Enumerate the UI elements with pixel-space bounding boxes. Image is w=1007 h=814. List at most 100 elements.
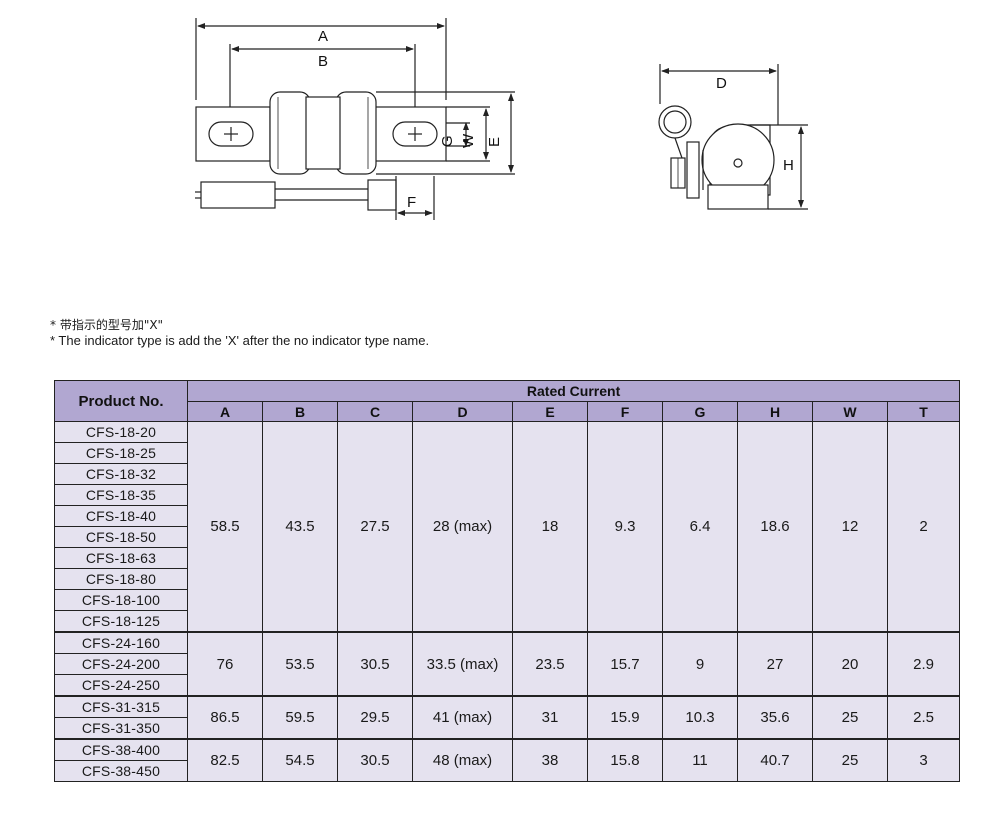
column-header-e: E xyxy=(512,401,588,422)
product-number-cell: CFS-18-40 xyxy=(54,505,188,527)
value-cell-e: 38 xyxy=(512,738,588,782)
product-number-cell: CFS-31-315 xyxy=(54,695,188,718)
column-header-g: G xyxy=(662,401,738,422)
value-cell-h: 18.6 xyxy=(737,421,813,633)
value-cell-c: 27.5 xyxy=(337,421,413,633)
table-row: CFS-18-100 xyxy=(54,589,960,611)
table-row: CFS-18-32 xyxy=(54,463,960,485)
value-cell-a: 76 xyxy=(187,631,263,697)
value-cell-c: 30.5 xyxy=(337,738,413,782)
value-cell-g: 9 xyxy=(662,631,738,697)
dim-label-f: F xyxy=(407,194,416,211)
value-cell-f: 15.9 xyxy=(587,695,663,740)
product-number-cell: CFS-31-350 xyxy=(54,717,188,740)
product-number-cell: CFS-18-25 xyxy=(54,442,188,464)
dim-label-a: A xyxy=(318,28,328,45)
value-cell-f: 15.8 xyxy=(587,738,663,782)
dim-label-g: G xyxy=(439,135,456,147)
value-cell-h: 40.7 xyxy=(737,738,813,782)
product-number-cell: CFS-18-20 xyxy=(54,421,188,443)
value-cell-g: 10.3 xyxy=(662,695,738,740)
side-view-labels: D H xyxy=(716,75,794,174)
value-cell-c: 29.5 xyxy=(337,695,413,740)
value-cell-e: 23.5 xyxy=(512,631,588,697)
value-cell-d: 48 (max) xyxy=(412,738,513,782)
column-header-h: H xyxy=(737,401,813,422)
value-cell-t: 2 xyxy=(886,421,961,633)
value-cell-b: 53.5 xyxy=(262,631,338,697)
product-number-cell: CFS-24-200 xyxy=(54,653,188,675)
notes: * 带指示的型号加"X" * The indicator type is add… xyxy=(50,318,429,348)
value-cell-w: 25 xyxy=(812,695,888,740)
side-view xyxy=(658,64,808,210)
value-cell-e: 18 xyxy=(512,421,588,633)
column-header-w: W xyxy=(812,401,888,422)
value-cell-t: 3 xyxy=(886,738,961,782)
value-cell-b: 54.5 xyxy=(262,738,338,782)
value-cell-w: 12 xyxy=(812,421,888,633)
technical-drawing: A B G W E F D H xyxy=(195,18,808,220)
value-cell-h: 35.6 xyxy=(737,695,813,740)
value-cell-d: 28 (max) xyxy=(412,421,513,633)
value-cell-t: 2.9 xyxy=(886,631,961,697)
value-cell-a: 58.5 xyxy=(187,421,263,633)
table-row: CFS-24-200 xyxy=(54,653,960,675)
dim-label-h: H xyxy=(783,157,794,174)
table-row: CFS-18-80 xyxy=(54,568,960,590)
dim-label-w: W xyxy=(460,133,477,148)
table-row: CFS-18-35 xyxy=(54,484,960,506)
value-cell-a: 86.5 xyxy=(187,695,263,740)
product-number-cell: CFS-24-160 xyxy=(54,631,188,654)
value-cell-a: 82.5 xyxy=(187,738,263,782)
value-cell-h: 27 xyxy=(737,631,813,697)
value-cell-d: 33.5 (max) xyxy=(412,631,513,697)
value-cell-g: 11 xyxy=(662,738,738,782)
product-number-cell: CFS-18-125 xyxy=(54,610,188,633)
value-cell-f: 15.7 xyxy=(587,631,663,697)
product-number-cell: CFS-18-32 xyxy=(54,463,188,485)
table-row: CFS-18-25 xyxy=(54,442,960,464)
value-cell-e: 31 xyxy=(512,695,588,740)
rated-current-header: Rated Current xyxy=(186,380,961,402)
dim-label-d: D xyxy=(716,75,727,92)
front-view xyxy=(195,18,515,220)
note-english: * The indicator type is add the 'X' afte… xyxy=(50,333,430,348)
product-number-cell: CFS-38-450 xyxy=(54,760,188,782)
value-cell-g: 6.4 xyxy=(662,421,738,633)
front-view-labels: A B G W E F xyxy=(318,28,503,211)
column-header-c: C xyxy=(337,401,413,422)
product-number-cell: CFS-18-63 xyxy=(54,547,188,569)
column-header-d: D xyxy=(412,401,513,422)
table-row: CFS-24-250 xyxy=(54,674,960,697)
product-number-cell: CFS-24-250 xyxy=(54,674,188,697)
value-cell-b: 43.5 xyxy=(262,421,338,633)
product-number-cell: CFS-18-100 xyxy=(54,589,188,611)
product-number-cell: CFS-18-80 xyxy=(54,568,188,590)
table-row: CFS-38-450 xyxy=(54,760,960,782)
product-number-cell: CFS-18-35 xyxy=(54,484,188,506)
value-cell-w: 25 xyxy=(812,738,888,782)
product-number-cell: CFS-38-400 xyxy=(54,738,188,761)
column-header-a: A xyxy=(187,401,263,422)
dim-label-b: B xyxy=(318,53,328,70)
value-cell-w: 20 xyxy=(812,631,888,697)
note-chinese: * 带指示的型号加"X" xyxy=(50,318,164,332)
product-header: Product No. xyxy=(54,380,188,422)
column-header-f: F xyxy=(587,401,663,422)
value-cell-c: 30.5 xyxy=(337,631,413,697)
column-header-t: T xyxy=(886,401,961,422)
value-cell-d: 41 (max) xyxy=(412,695,513,740)
column-header-b: B xyxy=(262,401,338,422)
value-cell-b: 59.5 xyxy=(262,695,338,740)
value-cell-f: 9.3 xyxy=(587,421,663,633)
dim-label-e: E xyxy=(486,137,503,147)
table-row: CFS-18-40 xyxy=(54,505,960,527)
value-cell-t: 2.5 xyxy=(886,695,961,740)
